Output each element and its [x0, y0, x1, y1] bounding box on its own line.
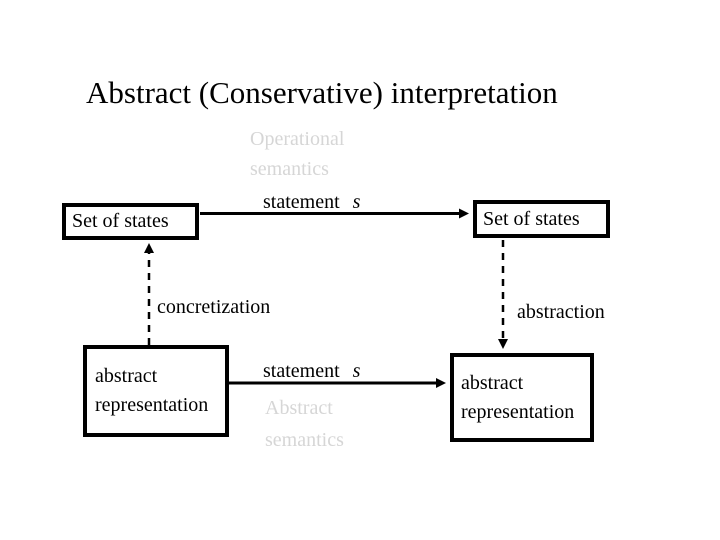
- bottom-arrow-variable: s: [352, 360, 361, 382]
- set-of-states-box-left: Set of states: [62, 203, 199, 240]
- abstract-semantics-line2: semantics: [265, 429, 344, 451]
- operational-semantics-line2: semantics: [250, 158, 329, 180]
- set-of-states-label-left: Set of states: [72, 210, 169, 232]
- abstract-representation-right-line1: abstract: [461, 371, 524, 394]
- set-of-states-box-right: Set of states: [473, 200, 610, 238]
- operational-semantics-line1: Operational: [250, 128, 345, 150]
- top-arrow-label-text: statement: [263, 191, 340, 213]
- concretization-label: concretization: [157, 296, 271, 318]
- bottom-arrow-label: statement s: [263, 360, 360, 382]
- abstract-representation-box-left: abstract representation: [83, 345, 229, 437]
- abstract-semantics-caption: Abstract semantics: [265, 392, 344, 456]
- abstract-representation-right-line2: representation: [461, 400, 575, 423]
- abstract-representation-box-right: abstract representation: [450, 353, 594, 442]
- abstraction-label: abstraction: [517, 301, 605, 323]
- abstract-semantics-line1: Abstract: [265, 397, 333, 419]
- slide-title: Abstract (Conservative) interpretation: [86, 75, 558, 110]
- abstract-representation-left-line1: abstract: [95, 365, 158, 387]
- top-arrow-variable: s: [352, 191, 361, 213]
- set-of-states-label-right: Set of states: [483, 207, 580, 230]
- abstract-representation-left-line2: representation: [95, 394, 209, 416]
- top-arrow-label: statement s: [263, 191, 360, 213]
- operational-semantics-caption: Operational semantics: [250, 124, 344, 184]
- bottom-arrow-label-text: statement: [263, 360, 340, 382]
